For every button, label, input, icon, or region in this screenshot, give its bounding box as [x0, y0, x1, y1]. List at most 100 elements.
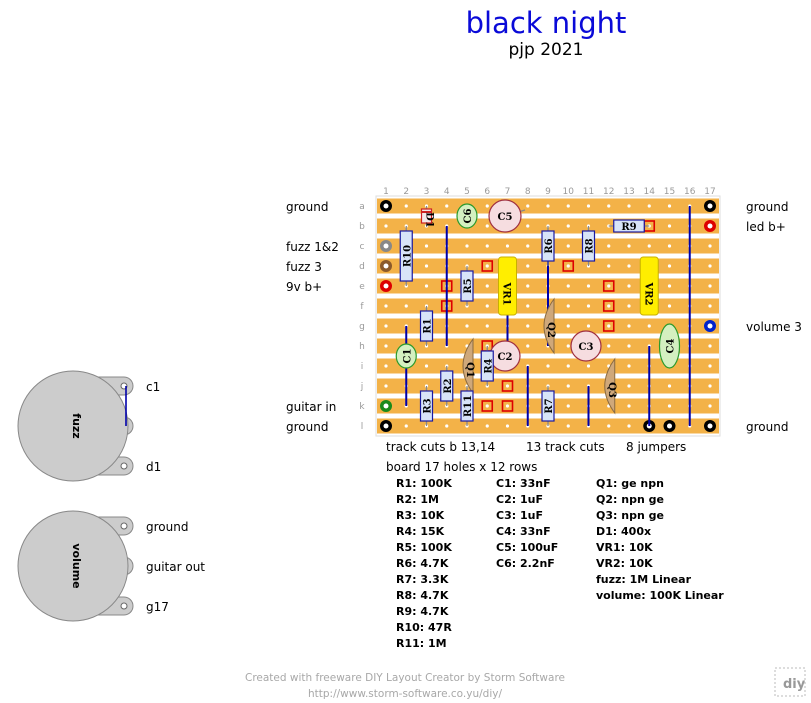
hole — [708, 404, 712, 408]
hole — [627, 204, 631, 208]
bom-line: C3: 1uF — [496, 509, 543, 522]
wire-terminal-hole — [383, 403, 389, 409]
electrolytic-capacitor-c5 — [488, 199, 522, 233]
track-cut-marker — [501, 400, 514, 412]
label-r8: R8 — [585, 238, 596, 253]
hole — [566, 304, 570, 308]
hole — [586, 304, 591, 308]
hole — [708, 344, 712, 348]
label-r2: R2 — [443, 378, 454, 393]
resistor-r2 — [440, 370, 454, 402]
layout-subtitle: pjp 2021 — [508, 40, 584, 60]
label-r6: R6 — [544, 238, 555, 253]
row-letter: c — [360, 242, 365, 252]
hole — [424, 284, 429, 288]
label-r1: R1 — [423, 318, 434, 333]
fuzz-pot-label: fuzz — [70, 413, 83, 438]
bom-line: volume: 100K Linear — [596, 589, 724, 602]
column-number: 15 — [664, 187, 675, 197]
hole — [566, 404, 570, 408]
label-r5: R5 — [463, 278, 474, 293]
hole — [647, 244, 651, 248]
bom-line: R3: 10K — [396, 509, 445, 522]
hole — [667, 404, 672, 408]
label-guitar-in: guitar in — [286, 400, 337, 414]
hole — [566, 224, 570, 228]
label-c4: C4 — [666, 339, 677, 354]
wire-terminal-hole — [383, 203, 389, 209]
volume-pot-lug1-label: ground — [146, 520, 189, 534]
column-number: 5 — [464, 187, 470, 197]
hole — [566, 344, 570, 348]
hole — [647, 204, 651, 208]
row-letter: a — [359, 202, 365, 212]
hole — [708, 284, 712, 288]
board-size-note: board 17 holes x 12 rows — [386, 460, 538, 474]
wire-terminal-hole — [383, 423, 389, 429]
hole — [627, 344, 631, 348]
track-cut-marker — [602, 300, 615, 312]
label-led-b-plus: led b+ — [746, 220, 786, 234]
bom-line: C6: 2.2nF — [496, 557, 555, 570]
pot-lug-hole — [120, 522, 128, 530]
resistor-r11 — [460, 390, 474, 422]
hole — [586, 204, 591, 208]
track-cut-marker — [481, 260, 494, 272]
hole — [384, 324, 388, 328]
hole — [607, 244, 611, 248]
bom-line: Q1: ge npn — [596, 477, 664, 490]
label-ground-left-bottom: ground — [286, 420, 329, 434]
bom-line: D1: 400x — [596, 525, 652, 538]
hole — [708, 244, 712, 248]
hole — [566, 244, 570, 248]
wire-terminal-hole — [383, 283, 389, 289]
bom-capacitors: C1: 33nF C2: 1uF C3: 1uF C4: 33nF C5: 10… — [496, 476, 558, 572]
label-ground-left-top: ground — [286, 200, 329, 214]
resistor-r7 — [541, 390, 555, 422]
hole — [485, 424, 489, 428]
hole — [708, 304, 712, 308]
hole — [607, 424, 611, 428]
hole — [667, 264, 672, 268]
label-volume-3: volume 3 — [746, 320, 802, 334]
hole — [445, 204, 449, 208]
hole — [526, 204, 530, 208]
trimmer-vr1 — [498, 256, 517, 316]
credit-line: Created with freeware DIY Layout Creator… — [245, 672, 565, 684]
wire-terminal-hole — [707, 223, 713, 229]
label-c2: C2 — [498, 352, 513, 363]
hole — [667, 244, 672, 248]
label-r3: R3 — [423, 398, 434, 413]
wire-terminal-hole — [667, 423, 672, 429]
column-number: 8 — [525, 187, 531, 197]
bom-line: R7: 3.3K — [396, 573, 449, 586]
bom-resistors: R1: 100K R2: 1M R3: 10K R4: 15K R5: 100K… — [396, 476, 452, 652]
column-number: 17 — [704, 187, 715, 197]
label-d1: D1 — [424, 212, 435, 228]
hole — [485, 244, 489, 248]
transistor-q3 — [604, 357, 616, 415]
hole — [607, 324, 611, 328]
track-cut-marker — [562, 260, 575, 272]
hole — [485, 284, 489, 288]
hole — [607, 344, 611, 348]
track-cut-marker — [481, 400, 494, 412]
column-number: 2 — [403, 187, 409, 197]
row-letter: d — [359, 262, 365, 272]
row-letter: b — [359, 222, 365, 232]
credit-url: http://www.storm-software.co.yu/diy/ — [308, 688, 502, 700]
column-number: 13 — [623, 187, 634, 197]
resistor-r5 — [460, 270, 474, 302]
volume-pot-body — [17, 510, 129, 622]
bom-other-parts: Q1: ge npn Q2: npn ge Q3: npn ge D1: 400… — [596, 476, 724, 604]
electrolytic-capacitor-c3 — [570, 330, 602, 362]
wire-terminal-hole — [707, 323, 713, 329]
wire-terminal-hole — [383, 263, 389, 269]
hole — [485, 204, 489, 208]
resistor-r3 — [419, 390, 434, 422]
hole — [586, 284, 591, 288]
hole — [445, 424, 449, 428]
track-cut-count: 13 track cuts — [526, 440, 605, 454]
hole — [526, 324, 530, 328]
hole — [384, 304, 388, 308]
